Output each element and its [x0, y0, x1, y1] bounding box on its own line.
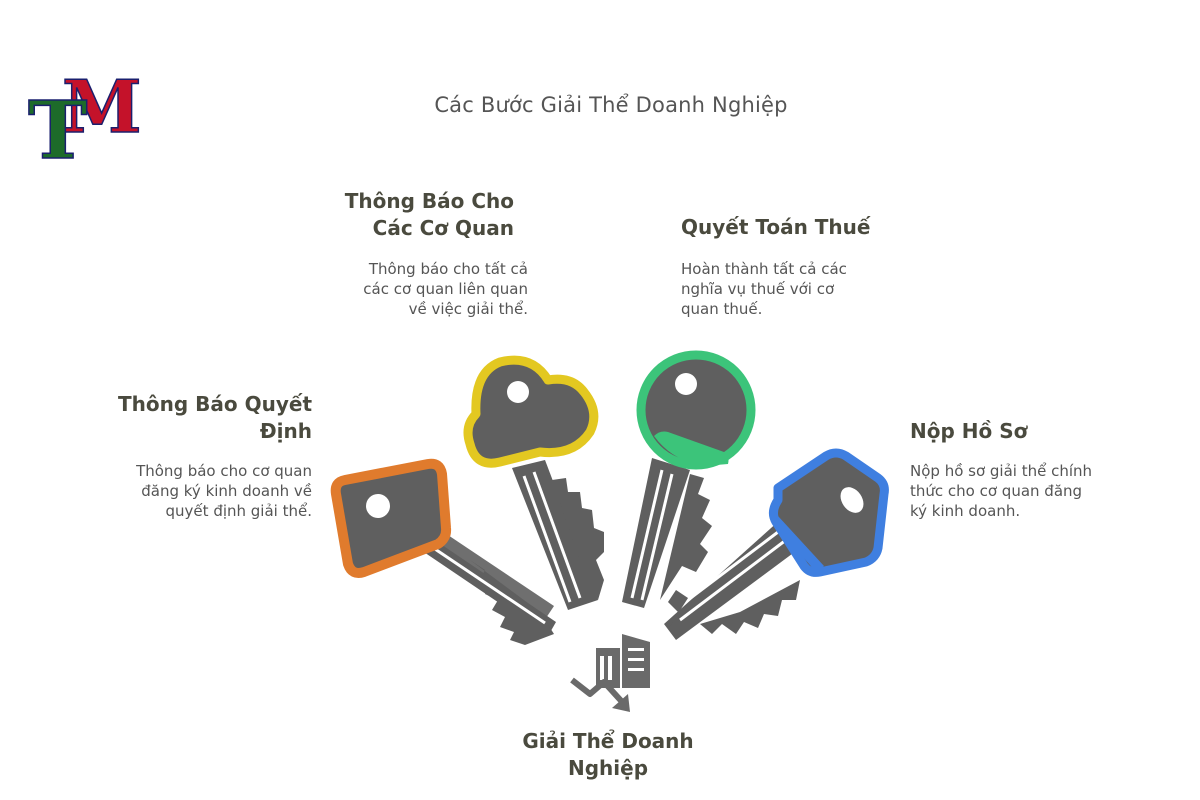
- step-desc-line: nghĩa vụ thuế với cơ: [681, 280, 835, 298]
- step-desc-line: ký kinh doanh.: [910, 502, 1021, 520]
- step-desc-line: Thông báo cho cơ quan: [136, 462, 312, 480]
- step-desc-line: quyết định giải thể.: [165, 502, 312, 520]
- step-desc-thong-bao-co-quan: Thông báo cho tất cả các cơ quan liên qu…: [320, 259, 528, 319]
- blue-key: [664, 448, 889, 640]
- step-desc-thong-bao-quyet-dinh: Thông báo cho cơ quan đăng ký kinh doanh…: [90, 461, 312, 521]
- step-desc-line: Nộp hồ sơ giải thể chính: [910, 462, 1093, 480]
- step-desc-line: đăng ký kinh doanh về: [141, 482, 312, 500]
- step-desc-line: thức cho cơ quan đăng: [910, 482, 1083, 500]
- step-desc-line: Thông báo cho tất cả: [368, 260, 528, 278]
- step-title-nop-ho-so: Nộp Hồ Sơ: [910, 418, 1150, 445]
- step-desc-line: về việc giải thể.: [408, 300, 528, 318]
- step-desc-line: quan thuế.: [681, 300, 763, 318]
- step-title-quyet-toan-thue: Quyết Toán Thuế: [681, 214, 921, 241]
- green-key: [622, 350, 756, 608]
- step-title-thong-bao-quyet-dinh: Thông Báo Quyết Định: [100, 391, 312, 445]
- page-title: Các Bước Giải Thể Doanh Nghiệp: [434, 93, 788, 117]
- step-title-line: Quyết Toán Thuế: [681, 215, 871, 239]
- yellow-key: [463, 355, 604, 610]
- center-title: Giải Thể Doanh Nghiệp: [488, 728, 728, 782]
- step-desc-line: các cơ quan liên quan: [363, 280, 528, 298]
- orange-key: [330, 458, 556, 645]
- center-title-line: Nghiệp: [567, 756, 649, 780]
- step-title-line: Định: [259, 419, 312, 443]
- step-title-line: Thông Báo Cho: [344, 189, 514, 213]
- svg-text:T: T: [28, 83, 88, 170]
- step-title-thong-bao-co-quan: Thông Báo Cho Các Cơ Quan: [300, 188, 514, 242]
- step-title-line: Thông Báo Quyết: [118, 392, 312, 416]
- step-desc-quyet-toan-thue: Hoàn thành tất cả các nghĩa vụ thuế với …: [681, 259, 901, 319]
- step-desc-nop-ho-so: Nộp hồ sơ giải thể chính thức cho cơ qua…: [910, 461, 1150, 521]
- step-title-line: Các Cơ Quan: [372, 216, 514, 240]
- svg-text:M: M: [62, 70, 142, 149]
- building-decline-icon: [570, 634, 650, 712]
- center-title-line: Giải Thể Doanh: [522, 729, 694, 753]
- tm-logo: M T: [28, 70, 142, 170]
- step-desc-line: Hoàn thành tất cả các: [681, 260, 847, 278]
- step-title-line: Nộp Hồ Sơ: [910, 419, 1028, 443]
